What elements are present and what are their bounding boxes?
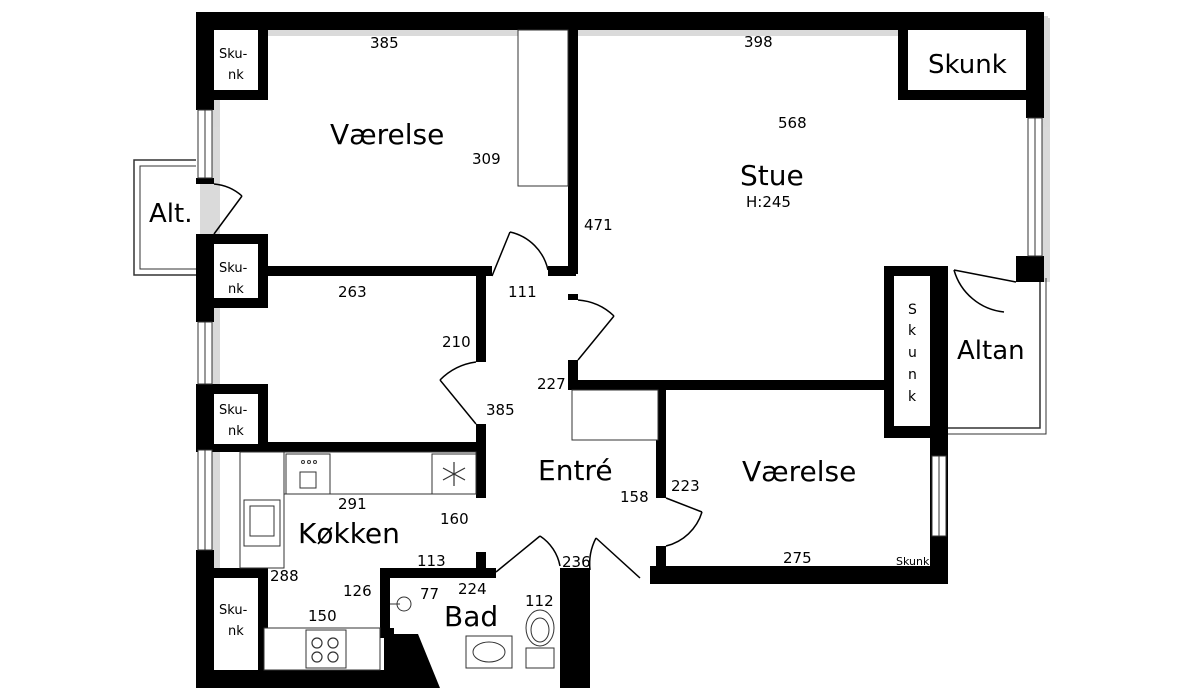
closet-label-skunk-1b: nk xyxy=(228,68,244,83)
kitchen-fixtures xyxy=(239,451,477,671)
room-label-stue-height: H:245 xyxy=(746,193,791,211)
doors xyxy=(213,183,1017,579)
closet-label-skunk-2a: Sku- xyxy=(219,261,248,276)
stove-burners xyxy=(311,637,339,663)
closet-label-skunk-3b: nk xyxy=(228,424,244,439)
pillar xyxy=(517,29,659,441)
dim-291: 291 xyxy=(338,495,367,513)
dim-224: 224 xyxy=(458,580,487,598)
snowflake-icon xyxy=(442,462,466,486)
dim-113: 113 xyxy=(417,552,446,570)
closet-label-skunk-1a: Sku- xyxy=(219,47,248,62)
dim-158: 158 xyxy=(620,488,649,506)
dim-112: 112 xyxy=(525,592,554,610)
dimension-labels: 385 398 568 309 471 263 111 210 227 385 … xyxy=(270,33,812,625)
dim-77: 77 xyxy=(420,585,439,603)
balcony-left xyxy=(133,159,196,276)
dim-223: 223 xyxy=(671,477,700,495)
room-label-altan: Altan xyxy=(957,336,1025,366)
dim-263: 263 xyxy=(338,283,367,301)
room-label-entre: Entré xyxy=(538,454,613,487)
dim-227: 227 xyxy=(537,375,566,393)
closet-label-skunk-4b: nk xyxy=(228,624,244,639)
dim-385-top: 385 xyxy=(370,34,399,52)
closet-label-vertical-s: S xyxy=(908,302,917,318)
closet-label-vertical-u: u xyxy=(908,345,917,361)
closet-interiors xyxy=(214,30,1026,670)
dim-398: 398 xyxy=(744,33,773,51)
room-label-bad: Bad xyxy=(444,600,498,633)
dim-275: 275 xyxy=(783,549,812,567)
room-label-stue: Stue xyxy=(740,159,804,192)
room-label-kokken: Køkken xyxy=(298,517,400,550)
dim-385-mid: 385 xyxy=(486,401,515,419)
closet-label-skunk-2b: nk xyxy=(228,282,244,297)
closet-label-vertical-n: n xyxy=(908,367,917,383)
walls xyxy=(196,12,1044,688)
closet-label-vertical-k2: k xyxy=(908,389,917,405)
dim-150: 150 xyxy=(308,607,337,625)
closet-label-skunk-small: Skunk xyxy=(896,555,930,568)
dim-210: 210 xyxy=(442,333,471,351)
dim-288: 288 xyxy=(270,567,299,585)
dishwasher-icon xyxy=(299,460,317,489)
room-label-vaerelse-top: Værelse xyxy=(330,118,444,151)
dim-568: 568 xyxy=(778,114,807,132)
closet-label-skunk-3a: Sku- xyxy=(219,403,248,418)
bathroom-fixtures xyxy=(390,596,555,669)
room-label-vaerelse-right: Værelse xyxy=(742,455,856,488)
dim-309: 309 xyxy=(472,150,501,168)
closet-label-vertical-k: k xyxy=(908,323,917,339)
windows xyxy=(197,109,1043,551)
dim-236: 236 xyxy=(562,553,591,571)
dim-126: 126 xyxy=(343,582,372,600)
dim-111: 111 xyxy=(508,283,537,301)
dim-471: 471 xyxy=(584,216,613,234)
closet-label-skunk-4a: Sku- xyxy=(219,603,248,618)
dim-160: 160 xyxy=(440,510,469,528)
closet-label-skunk-large: Skunk xyxy=(928,50,1007,80)
room-label-alt: Alt. xyxy=(149,199,192,229)
balcony-right xyxy=(948,278,1047,435)
